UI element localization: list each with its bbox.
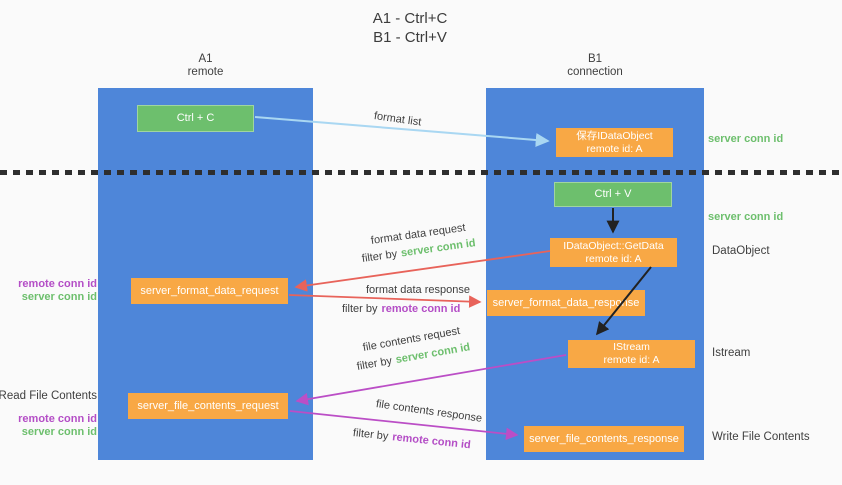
read-file-contents-label: Read File Contents <box>0 390 97 402</box>
machine-a-name: A1 <box>198 53 213 65</box>
ctrl-c-label: Ctrl + C <box>176 112 215 124</box>
arrow-format-data-response <box>288 294 482 308</box>
ctrl-v-label: Ctrl + V <box>594 188 632 200</box>
left-note-remote-conn-id-format: remote conn id <box>18 278 97 290</box>
server-format-data-request-node: server_format_data_request <box>131 278 288 304</box>
filter-by-text: filter by <box>342 303 378 315</box>
istream-line1: IStream <box>613 341 650 353</box>
format-data-response-label: format data response <box>366 284 470 296</box>
save-idataobject-line1: 保存IDataObject <box>576 129 653 142</box>
remote-conn-id-text: remote conn id <box>381 303 461 315</box>
server-file-contents-response-label: server_file_contents_response <box>529 432 679 445</box>
server-file-contents-response-node: server_file_contents_response <box>524 426 684 452</box>
istream-line2: remote id: A <box>603 354 660 366</box>
istream-node: IStream remote id: A <box>568 340 695 368</box>
filter-by-text: filter by <box>361 248 398 265</box>
save-idataobject-line2: remote id: A <box>586 142 643 155</box>
left-note-server-conn-id-format: server conn id <box>21 291 97 303</box>
right-note-server-conn-id-top: server conn id <box>708 133 784 145</box>
machine-a-header: A1 remote <box>98 53 313 79</box>
filter-by-text: filter by <box>352 427 389 443</box>
remote-conn-id-text: remote conn id <box>391 431 472 452</box>
ctrl-v-node: Ctrl + V <box>554 182 672 207</box>
server-format-data-response-node: server_format_data_response <box>487 290 645 316</box>
getdata-line2: remote id: A <box>585 252 642 265</box>
istream-side-label: Istream <box>712 347 751 359</box>
left-note-server-conn-id-file: server conn id <box>21 426 97 438</box>
file-contents-response-label: file contents response <box>375 398 483 425</box>
right-note-server-conn-id-mid: server conn id <box>708 211 784 223</box>
server-file-contents-request-label: server_file_contents_request <box>137 399 279 412</box>
machine-b-header: B1 connection <box>486 53 704 79</box>
save-idataobject-node: 保存IDataObject remote id: A <box>556 128 673 157</box>
title-line-ctrl-v: B1 - Ctrl+V <box>373 29 447 46</box>
machine-a-role: remote <box>187 66 224 78</box>
machine-b-name: B1 <box>587 53 603 65</box>
idataobject-getdata-node: IDataObject::GetData remote id: A <box>550 238 677 267</box>
server-format-data-request-label: server_format_data_request <box>140 284 279 297</box>
title-line-ctrl-c: A1 - Ctrl+C <box>372 10 448 27</box>
filter-by-text: filter by <box>355 354 393 373</box>
server-format-data-response-label: server_format_data_response <box>492 296 640 309</box>
format-list-label: format list <box>373 110 423 129</box>
ctrl-c-node: Ctrl + C <box>137 105 254 132</box>
diagram-title: A1 - Ctrl+C B1 - Ctrl+V <box>310 9 510 47</box>
server-file-contents-request-node: server_file_contents_request <box>128 393 288 419</box>
getdata-line1: IDataObject::GetData <box>563 239 664 252</box>
left-note-remote-conn-id-file: remote conn id <box>18 413 97 425</box>
machine-b-role: connection <box>567 66 623 78</box>
dataobject-label: DataObject <box>712 245 770 257</box>
copy-paste-divider-dotted-line <box>0 170 842 175</box>
write-file-contents-label: Write File Contents <box>712 431 810 443</box>
